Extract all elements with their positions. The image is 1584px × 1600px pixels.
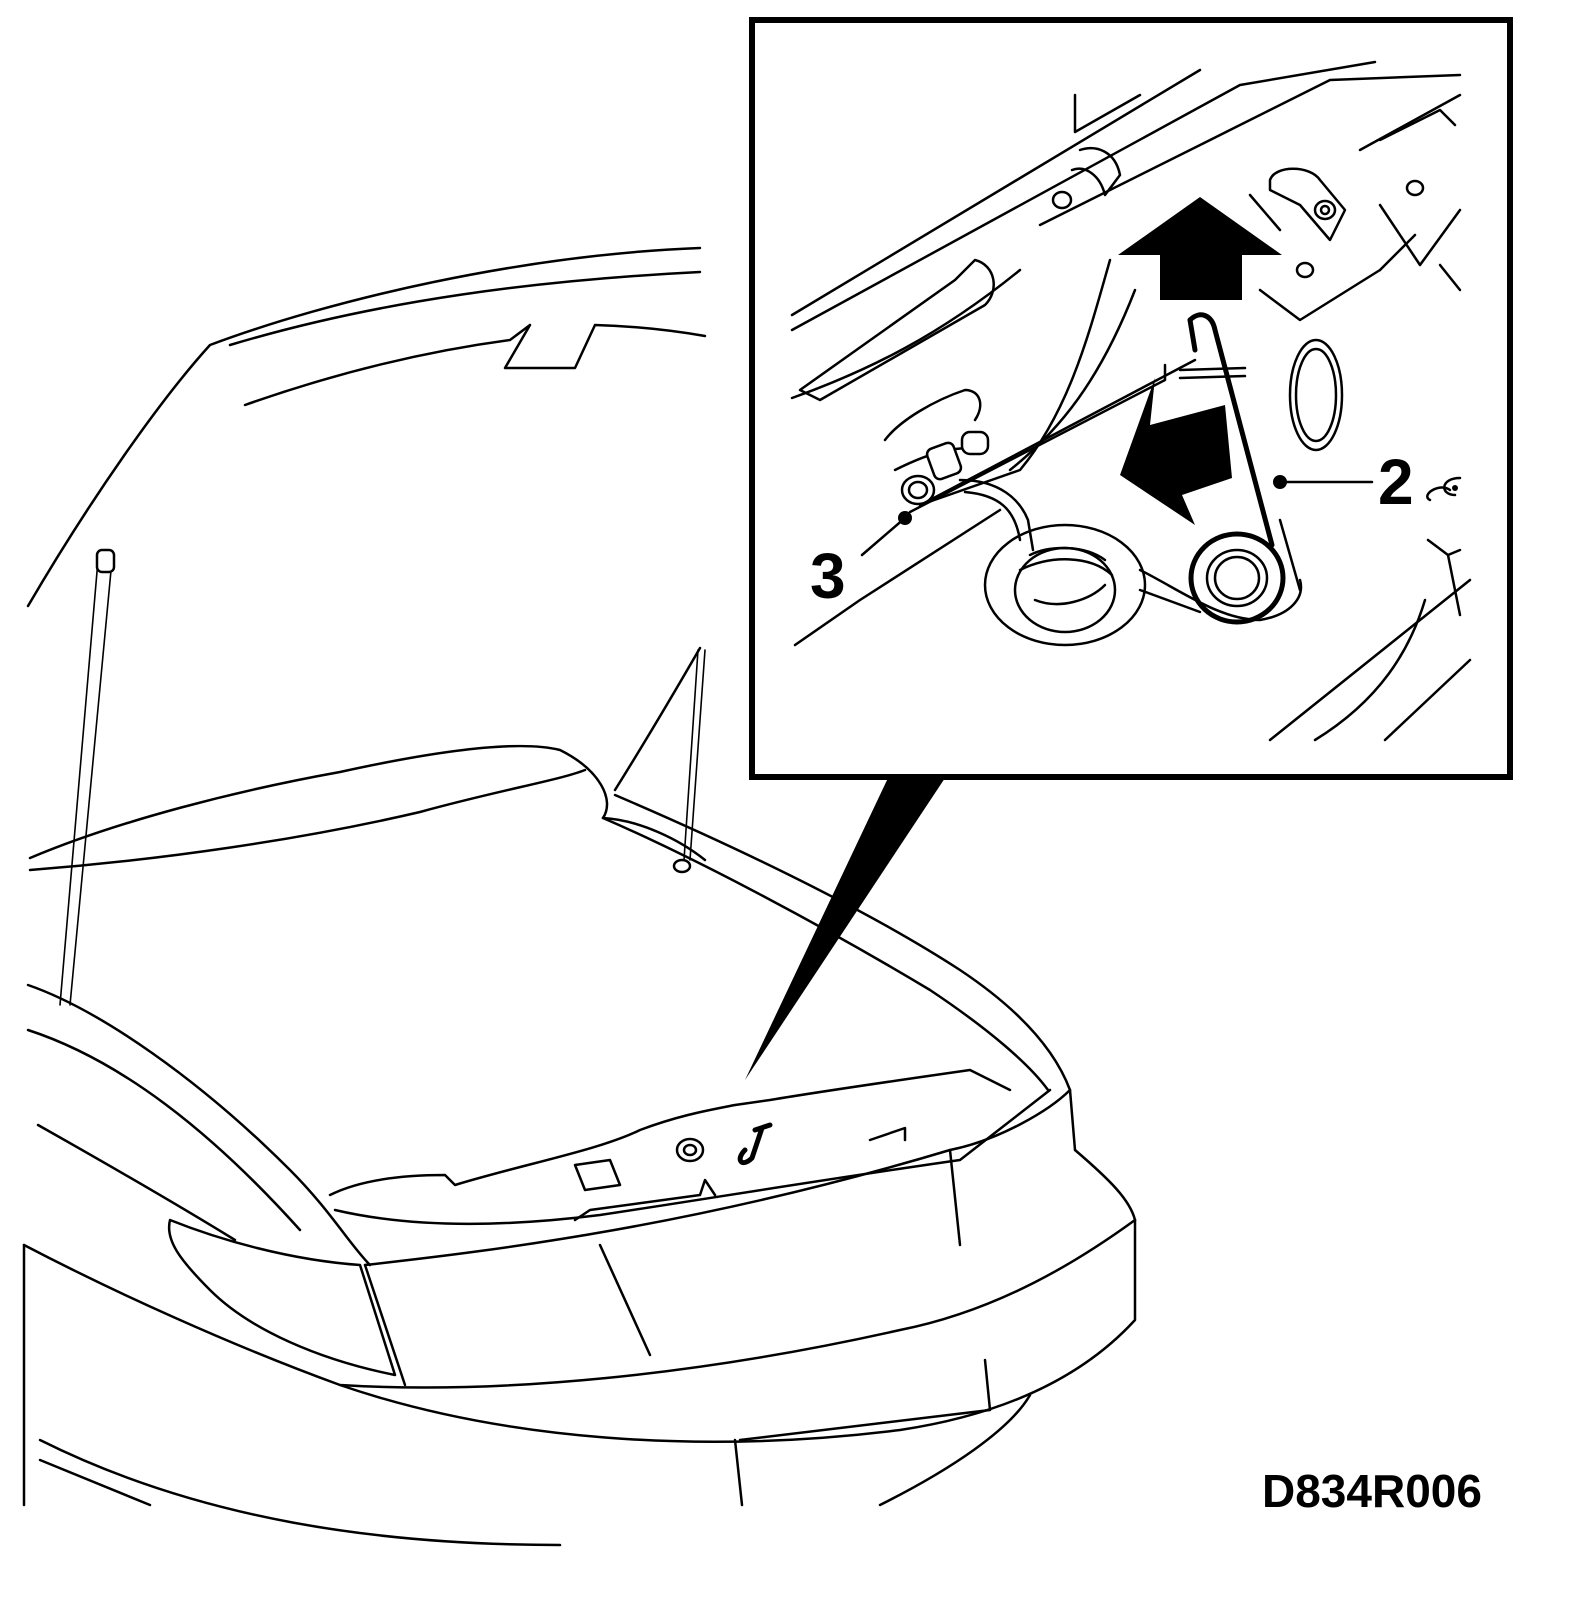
pull-arrow [1120,378,1232,525]
callout-3: 3 [810,511,912,612]
figure-code: D834R006 [1262,1465,1482,1517]
car-front-view [22,246,1137,1547]
callout-2: 2 [1273,446,1414,518]
callout-3-label: 3 [810,540,846,612]
callout-2-label: 2 [1378,446,1414,518]
callout-pointer [745,778,945,1080]
lift-up-arrow [1118,197,1282,300]
detail-inset: 2 3 [749,17,1513,780]
